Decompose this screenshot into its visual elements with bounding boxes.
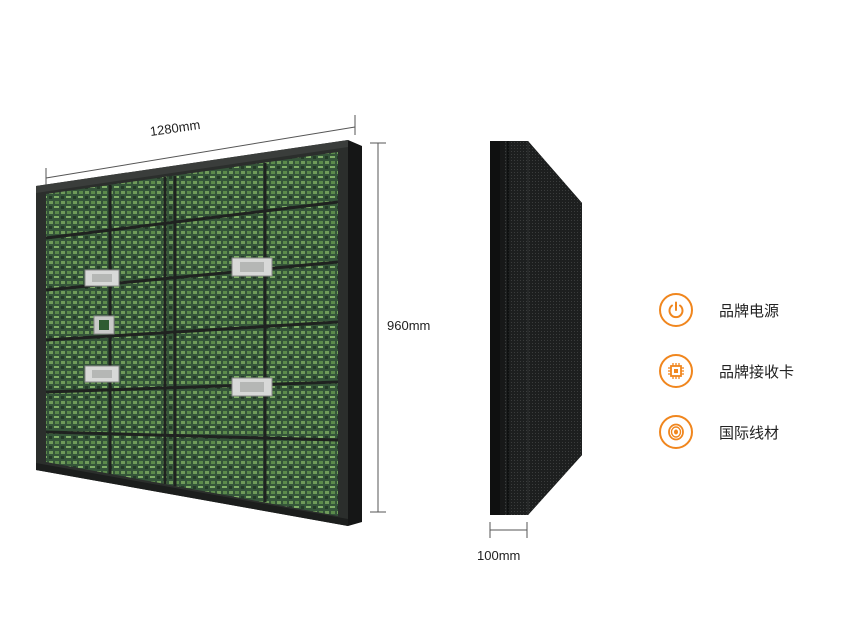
cabinet-side-view [490,141,582,515]
depth-dimension-line [489,522,528,538]
power-supply-unit [231,377,273,397]
power-supply-units [84,257,273,397]
power-supply-unit [84,365,120,383]
feature-label: 品牌接收卡 [719,362,795,381]
power-supply-unit [84,269,120,287]
depth-label: 100mm [477,548,521,563]
feature-label: 国际线材 [719,423,780,442]
cable-reel-icon [659,415,693,449]
height-dimension-line [370,142,386,513]
height-label: 960mm [387,318,431,333]
power-icon [659,293,693,327]
feature-cable: 国际线材 [659,412,779,452]
feature-power-supply: 品牌电源 [659,290,779,330]
power-supply-unit [231,257,273,277]
receiving-card-unit [93,315,115,335]
cabinet-back-view [36,140,362,526]
feature-label: 品牌电源 [719,301,780,320]
chip-icon [659,354,693,388]
feature-receiving-card: 品牌接收卡 [659,351,794,391]
